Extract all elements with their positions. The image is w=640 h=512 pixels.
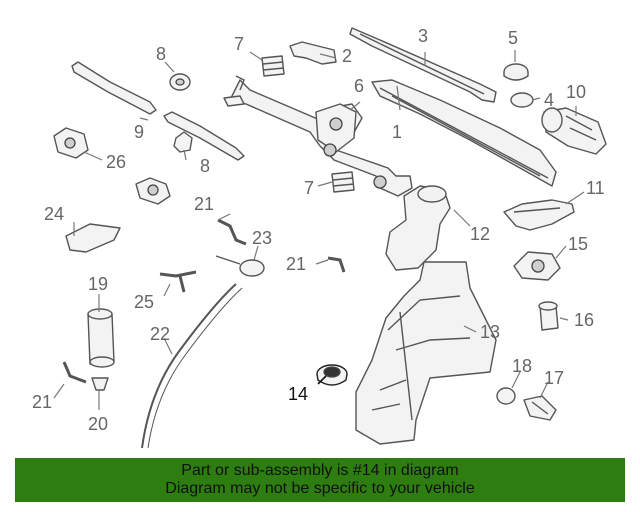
wiper-blade-1[interactable] xyxy=(371,79,557,187)
callout-17: 17 xyxy=(544,368,564,388)
wiper-motor-10[interactable] xyxy=(541,107,607,155)
callout-20: 20 xyxy=(88,414,108,434)
wiper-arm-3[interactable] xyxy=(349,27,497,103)
pump-mount-15[interactable] xyxy=(513,251,561,281)
nut-8-middle[interactable] xyxy=(173,131,193,153)
bracket-11[interactable] xyxy=(503,199,575,231)
t-piece-25[interactable] xyxy=(159,270,197,293)
callout-26: 26 xyxy=(106,152,126,172)
grommet-14[interactable] xyxy=(316,364,348,386)
callout-2: 2 xyxy=(342,46,352,66)
callout-15: 15 xyxy=(568,234,588,254)
sensor-16[interactable] xyxy=(538,301,559,331)
washer-nozzle-26-b[interactable] xyxy=(135,177,171,205)
callout-3: 3 xyxy=(418,26,428,46)
callout-14: 14 xyxy=(288,384,308,404)
callout-1: 1 xyxy=(392,122,402,142)
washer-pump-19[interactable] xyxy=(87,308,115,368)
parts-diagram: 1 2 3 4 5 6 7 7 8 8 9 10 11 12 13 14 15 … xyxy=(32,26,607,449)
washer-reservoir-13[interactable] xyxy=(355,261,497,445)
check-valve-23[interactable] xyxy=(215,255,265,277)
callout-25: 25 xyxy=(134,292,154,312)
callout-9: 9 xyxy=(134,122,144,142)
callout-18: 18 xyxy=(512,356,532,376)
callout-11: 11 xyxy=(586,178,605,198)
banner-line-2: Diagram may not be specific to your vehi… xyxy=(165,480,475,497)
callout-labels: 1 2 3 4 5 6 7 7 8 8 9 10 11 12 13 14 15 … xyxy=(32,26,605,434)
callout-5: 5 xyxy=(508,28,518,48)
nut-8-top[interactable] xyxy=(169,73,191,91)
callout-19: 19 xyxy=(88,274,108,294)
callout-21-upper: 21 xyxy=(194,194,214,214)
callout-21-middle: 21 xyxy=(286,254,306,274)
hose-21-upper[interactable] xyxy=(217,218,247,246)
banner-line-1: Part or sub-assembly is #14 in diagram xyxy=(181,462,459,479)
wiper-linkage-6[interactable] xyxy=(223,75,413,197)
callout-13: 13 xyxy=(480,322,500,342)
wiper-arm-9[interactable] xyxy=(71,61,245,161)
callout-22: 22 xyxy=(150,324,170,344)
connector-17[interactable] xyxy=(523,395,557,421)
grommet-7-middle[interactable] xyxy=(331,171,355,193)
callout-16: 16 xyxy=(574,310,594,330)
cap-5[interactable] xyxy=(503,63,529,81)
callout-23: 23 xyxy=(252,228,272,248)
callout-7-middle: 7 xyxy=(304,178,314,198)
callout-8-top: 8 xyxy=(156,44,166,64)
bracket-24[interactable] xyxy=(65,223,121,253)
callout-7-top: 7 xyxy=(234,34,244,54)
plug-18[interactable] xyxy=(496,387,516,405)
callout-4: 4 xyxy=(544,90,554,110)
callout-8-middle: 8 xyxy=(200,156,210,176)
leader-lines xyxy=(53,50,585,410)
callout-21-lower: 21 xyxy=(32,392,52,412)
seal-20[interactable] xyxy=(91,377,109,391)
reservoir-neck-12[interactable] xyxy=(385,185,451,271)
hose-21-lower[interactable] xyxy=(62,361,87,384)
washer-nozzle-26-a[interactable] xyxy=(53,127,89,159)
cover-2[interactable] xyxy=(289,41,337,65)
callout-24: 24 xyxy=(44,204,64,224)
callout-6: 6 xyxy=(354,76,364,96)
grommet-7-top[interactable] xyxy=(261,55,285,77)
callout-12: 12 xyxy=(470,224,490,244)
cap-4[interactable] xyxy=(510,92,534,108)
washer-hose-22[interactable] xyxy=(141,283,243,449)
callout-10: 10 xyxy=(566,82,586,102)
hose-21-middle[interactable] xyxy=(327,256,346,273)
fitment-notice-banner: Part or sub-assembly is #14 in diagram D… xyxy=(15,458,625,502)
